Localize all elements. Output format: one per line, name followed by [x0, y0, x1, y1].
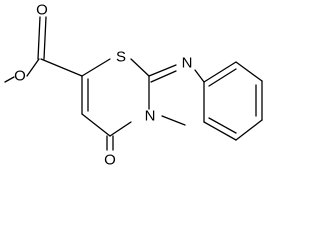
bond-n5-c4a — [161, 115, 186, 126]
ring-nitrogen-label: N — [145, 108, 156, 125]
bond-c9a-n-double-a — [148, 64, 177, 77]
ester-oxygen-label: O — [14, 68, 26, 85]
bond-c4-n5 — [109, 121, 132, 137]
bond-benzene-1-inner — [208, 68, 237, 87]
imine-nitrogen-label: N — [182, 55, 193, 72]
bond-benzene-5-inner — [208, 117, 237, 134]
bond-methyl-oxygen — [4, 76, 15, 83]
bond-c2-sulfur — [81, 58, 111, 77]
sulfur-label: S — [116, 49, 126, 66]
bond-c9a-n-double-b — [150, 70, 177, 83]
bond-n-c8a — [194, 69, 205, 83]
atom-label-layer: O O S N N O — [14, 2, 192, 169]
molecule-diagram: O O S N N O — [4, 2, 263, 169]
bond-carbonyl-double-a — [37, 16, 41, 60]
bond-c3-c4 — [81, 113, 111, 137]
ketone-oxygen-label: O — [104, 152, 116, 169]
carbonyl-oxygen-label: O — [36, 2, 48, 19]
bond-carbonyl-double-b — [43, 16, 47, 60]
bond-benzene-5 — [203, 121, 237, 141]
bond-benzene-4 — [235, 119, 263, 141]
bond-benzene-1 — [203, 61, 237, 83]
bond-benzene-2 — [235, 61, 263, 82]
bond-layer — [4, 16, 263, 151]
bond-sulfur-c9a — [130, 58, 150, 77]
bond-oxygen-carbonyl-carbon — [26, 58, 40, 77]
bond-carbonyl-to-ring — [40, 58, 83, 77]
